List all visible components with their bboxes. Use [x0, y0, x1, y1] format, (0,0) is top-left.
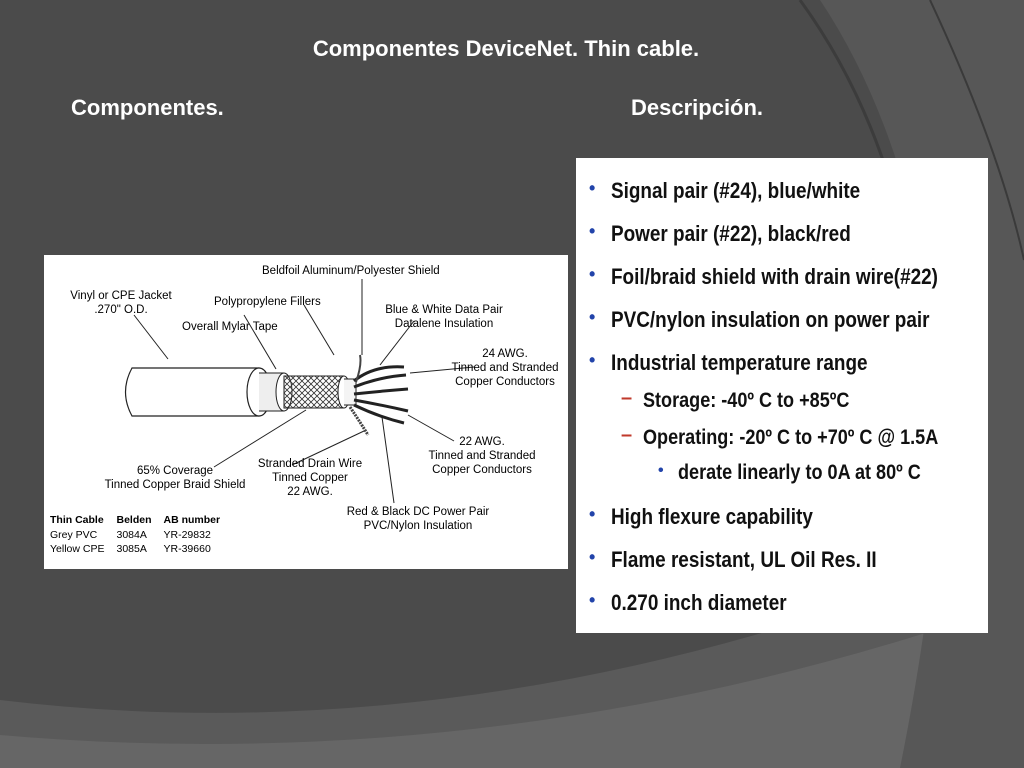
label-fillers: Polypropylene Fillers	[214, 296, 321, 308]
list-item-text: PVC/nylon insulation on power pair	[611, 307, 930, 332]
list-item: • High flexure capability	[589, 504, 846, 530]
table-cell: Yellow CPE	[50, 543, 105, 555]
table-header: AB number	[163, 514, 221, 526]
label-power-pair: Red & Black DC Power Pair PVC/Nylon Insu…	[346, 506, 490, 532]
cable-illustration	[124, 279, 475, 504]
bullet-marker: •	[658, 462, 664, 479]
label-data-pair: Blue & White Data Pair Datalene Insulati…	[385, 304, 503, 330]
bullet-marker: •	[589, 307, 596, 327]
label-jacket: Vinyl or CPE Jacket .270" O.D.	[70, 290, 172, 316]
label-24awg: 24 AWG. Tinned and Stranded Copper Condu…	[451, 348, 559, 388]
cable-diagram: Beldfoil Aluminum/Polyester Shield Vinyl…	[44, 255, 568, 569]
label-braid: 65% Coverage Tinned Copper Braid Shield	[104, 465, 246, 491]
list-item: • Flame resistant, UL Oil Res. II	[589, 547, 920, 573]
table-cell: 3085A	[116, 543, 147, 555]
list-item-text: High flexure capability	[611, 504, 813, 529]
bullet-marker: •	[589, 178, 596, 198]
list-item-text: Storage: -40º C to +85ºC	[643, 389, 850, 412]
table-header: Thin Cable	[50, 514, 104, 526]
bullet-marker: •	[589, 590, 596, 610]
components-heading: Componentes.	[71, 95, 224, 120]
bullet-marker: •	[589, 547, 596, 567]
list-item: • Power pair (#22), black/red	[589, 221, 890, 247]
description-panel: • Signal pair (#24), blue/white • Power pa…	[576, 158, 988, 633]
bullet-marker: •	[589, 504, 596, 524]
label-22awg: 22 AWG. Tinned and Stranded Copper Condu…	[428, 436, 536, 476]
list-item: • Signal pair (#24), blue/white	[589, 178, 901, 204]
list-item-text: Power pair (#22), black/red	[611, 221, 851, 246]
table-header-row: Thin Cable Belden AB number	[50, 513, 232, 528]
list-item-text: Flame resistant, UL Oil Res. II	[611, 547, 877, 572]
table-row: Yellow CPE 3085A YR-39660	[50, 542, 232, 556]
table-cell: Grey PVC	[50, 529, 98, 541]
dash-marker: –	[621, 424, 633, 446]
table-cell: YR-39660	[163, 543, 211, 555]
list-item: • 0.270 inch diameter	[589, 590, 815, 616]
table-row: Grey PVC 3084A YR-29832	[50, 528, 232, 542]
bullet-marker: •	[589, 264, 596, 284]
table-cell: 3084A	[116, 529, 147, 541]
label-beldfoil: Beldfoil Aluminum/Polyester Shield	[262, 265, 440, 277]
table-cell: YR-29832	[163, 529, 211, 541]
list-item-text: Industrial temperature range	[611, 350, 868, 375]
list-item-text: Foil/braid shield with drain wire(#22)	[611, 264, 938, 289]
dash-marker: –	[621, 387, 633, 409]
list-item: –Storage: -40º C to +85ºC	[621, 387, 883, 413]
list-item: • derate linearly to 0A at 80º C	[658, 461, 960, 485]
list-item: –Operating: -20º C to +70º C @ 1.5A	[621, 424, 986, 450]
table-header: Belden	[116, 514, 152, 526]
list-item-text: derate linearly to 0A at 80º C	[678, 461, 921, 484]
list-item-text: 0.270 inch diameter	[611, 590, 787, 615]
description-heading: Descripción.	[631, 95, 764, 120]
list-item-text: Signal pair (#24), blue/white	[611, 178, 861, 203]
label-mylar: Overall Mylar Tape	[182, 321, 278, 333]
list-item-text: Operating: -20º C to +70º C @ 1.5A	[643, 426, 939, 449]
bullet-marker: •	[589, 350, 596, 370]
list-item: • Foil/braid shield with drain wire(#22)	[589, 264, 991, 290]
list-item: • Industrial temperature range	[589, 350, 909, 376]
label-drain-wire: Stranded Drain Wire Tinned Copper 22 AWG…	[257, 458, 363, 498]
slide-title: Componentes DeviceNet. Thin cable.	[312, 36, 700, 61]
bullet-marker: •	[589, 221, 596, 241]
cable-part-table: Thin Cable Belden AB number Grey PVC 308…	[50, 513, 232, 556]
list-item: • PVC/nylon insulation on power pair	[589, 307, 981, 333]
